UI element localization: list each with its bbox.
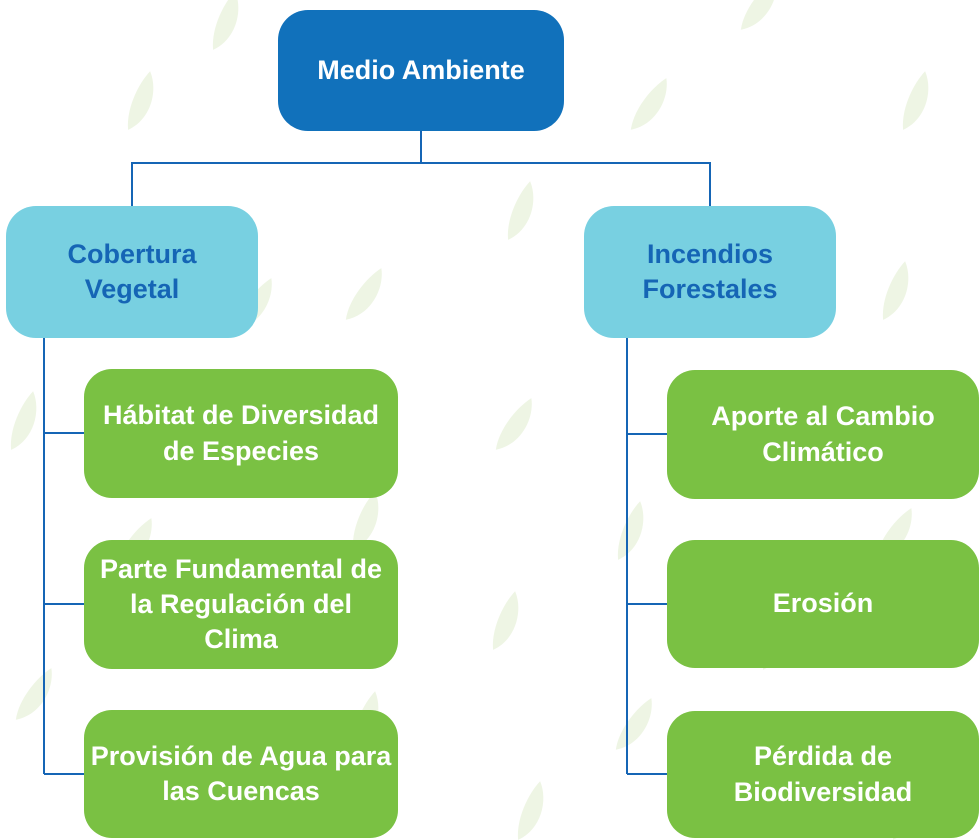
leaf-watermark-icon	[507, 181, 534, 240]
leaf-label: Erosión	[772, 588, 874, 619]
leaf-watermark-icon	[740, 0, 777, 30]
leaf-label: Provisión de Agua para las Cuencas	[90, 740, 392, 806]
leaf-watermark-icon	[10, 391, 37, 450]
leaf-node-cambio-climatico: Aporte al Cambio Climático	[667, 370, 979, 499]
branch-label-cobertura-vegetal: Cobertura Vegetal	[67, 238, 197, 304]
leaf-watermark-icon	[352, 491, 379, 550]
leaf-watermark-icon	[882, 261, 909, 320]
branch-node-incendios-forestales: Incendios Forestales	[584, 206, 836, 338]
leaf-watermark-icon	[15, 668, 52, 720]
leaf-watermark-icon	[517, 781, 544, 840]
leaf-node-perdida-biodiversidad: Pérdida de Biodiversidad	[667, 711, 979, 838]
leaf-watermark-icon	[127, 71, 154, 130]
leaf-label: Parte Fundamental de la Regulación del C…	[99, 553, 383, 655]
root-node-medio-ambiente: Medio Ambiente	[278, 10, 564, 131]
leaf-watermark-icon	[615, 698, 652, 750]
leaf-watermark-icon	[902, 71, 929, 130]
leaf-watermark-icon	[495, 398, 532, 450]
leaf-watermark-icon	[617, 501, 644, 560]
connector-left-branch	[43, 338, 84, 775]
leaf-watermark-icon	[345, 268, 382, 320]
leaf-node-erosion: Erosión	[667, 540, 979, 668]
leaf-node-regulacion-clima: Parte Fundamental de la Regulación del C…	[84, 540, 398, 669]
leaf-watermark-icon	[212, 0, 239, 50]
leaf-watermark-icon	[492, 591, 519, 650]
leaf-watermark-icon	[630, 78, 667, 130]
connector-root-to-branches	[131, 131, 711, 206]
leaf-node-provision-agua: Provisión de Agua para las Cuencas	[84, 710, 398, 838]
connector-right-branch	[626, 338, 667, 775]
branch-node-cobertura-vegetal: Cobertura Vegetal	[6, 206, 258, 338]
branch-label-incendios-forestales: Incendios Forestales	[642, 238, 778, 304]
root-label: Medio Ambiente	[317, 54, 525, 85]
leaf-node-habitat-diversidad: Hábitat de Diversidad de Especies	[84, 369, 398, 498]
leaf-label: Pérdida de Biodiversidad	[733, 741, 913, 807]
leaf-label: Aporte al Cambio Climático	[711, 401, 935, 467]
leaf-label: Hábitat de Diversidad de Especies	[102, 400, 380, 466]
